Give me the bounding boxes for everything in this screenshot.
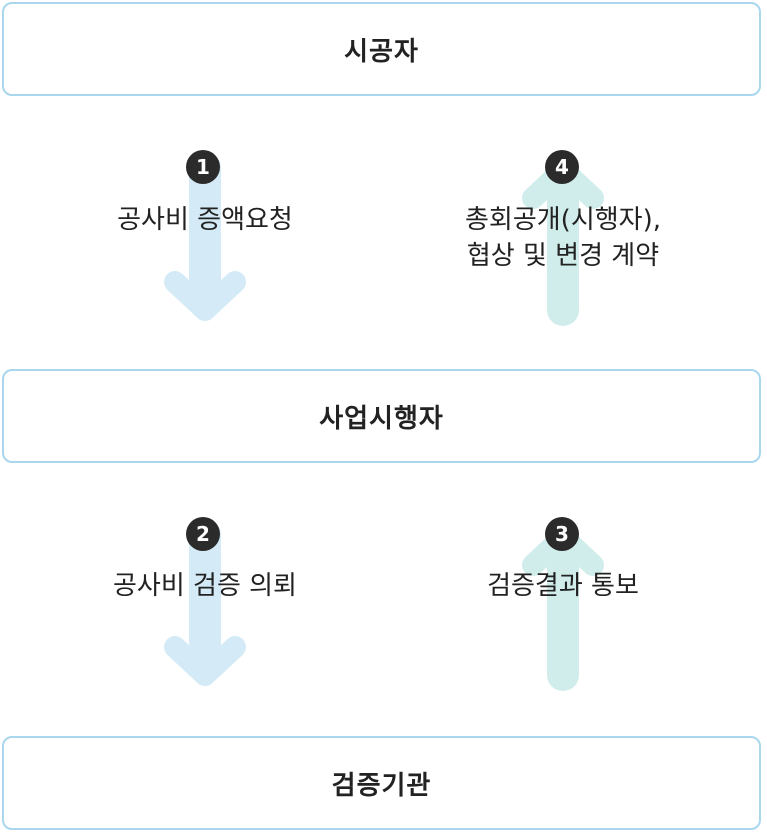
step-label-3-line-1: 검증결과 통보: [487, 571, 639, 601]
step-label-2: 공사비 검증 의뢰: [55, 568, 355, 604]
step-label-4-line-2: 협상 및 변경 계약: [466, 241, 660, 271]
step-label-3: 검증결과 통보: [413, 568, 713, 604]
node-verification-agency-label: 검증기관: [331, 770, 432, 801]
arrow-up-step-3: [522, 526, 604, 691]
step-label-2-line-1: 공사비 검증 의뢰: [113, 571, 297, 601]
step-badge-2: 2: [186, 517, 220, 551]
node-contractor-label: 시공자: [344, 36, 419, 67]
step-label-1-line-1: 공사비 증액요청: [117, 205, 293, 235]
step-badge-3: 3: [545, 517, 579, 551]
node-verification-agency: 검증기관: [2, 736, 761, 830]
step-label-4-line-1: 총회공개(시행자),: [465, 205, 661, 235]
node-project-operator: 사업시행자: [2, 369, 761, 463]
step-label-1: 공사비 증액요청: [55, 202, 355, 238]
node-contractor: 시공자: [2, 2, 761, 96]
node-project-operator-label: 사업시행자: [319, 403, 444, 434]
arrow-down-step-2: [164, 519, 246, 686]
arrow-down-step-1: [164, 152, 246, 321]
step-badge-1: 1: [186, 150, 220, 184]
step-badge-4: 4: [545, 150, 579, 184]
step-label-4: 총회공개(시행자), 협상 및 변경 계약: [413, 202, 713, 274]
